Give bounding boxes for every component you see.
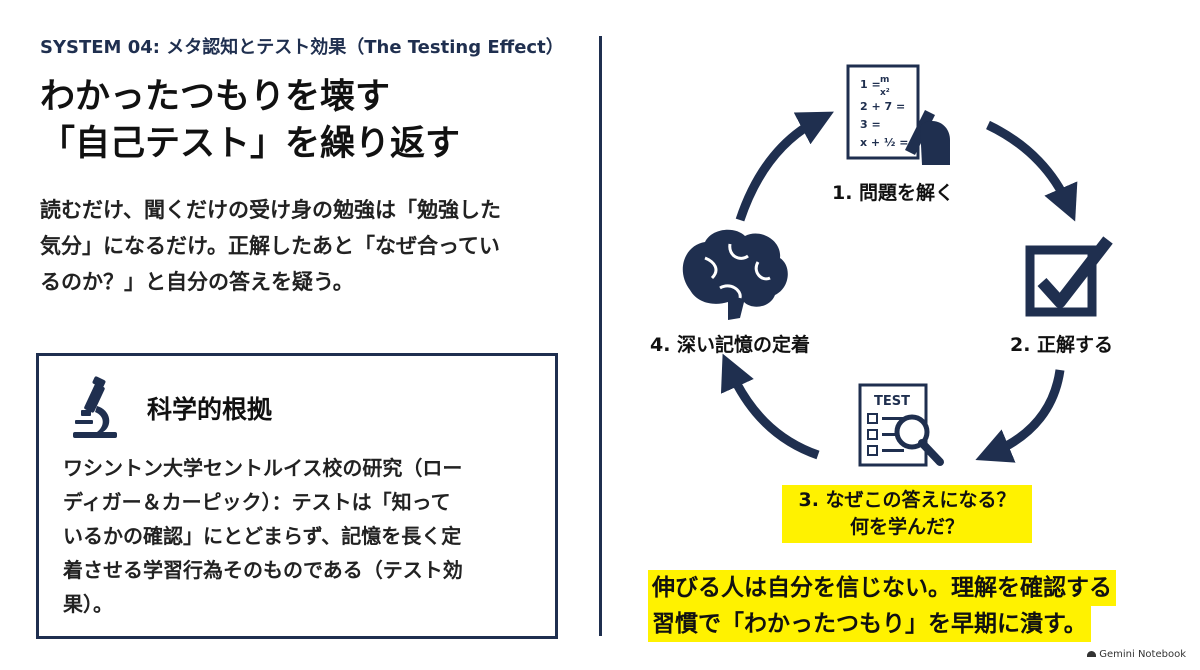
takeaway-line-2: 習慣で「わかったつもり」を早期に潰す。 (648, 606, 1091, 642)
cycle-arrow-4-to-1 (735, 111, 834, 222)
worksheet-icon: 1 = m x² 2 + 7 = 3 = x + ½ = (846, 64, 950, 165)
headline: わかったつもりを壊す 「自己テスト」を繰り返す (40, 74, 580, 168)
evidence-line-5: 果）。 (63, 592, 113, 616)
worksheet-line-x2: x² (880, 88, 890, 98)
cycle-arrow-2-to-3 (975, 369, 1065, 463)
lead-paragraph: 読むだけ、聞くだけの受け身の勉強は「勉強した 気分」になるだけ。正解したあと「な… (40, 192, 570, 300)
vertical-divider (599, 36, 602, 636)
brand-watermark: Gemini Notebook (1087, 649, 1186, 660)
system-label: SYSTEM 04: メタ認知とテスト効果（The Testing Effect… (40, 37, 564, 58)
notebook-logo-icon (1087, 651, 1097, 657)
brain-icon (682, 229, 788, 320)
evidence-line-2: ディガー＆カーピック）：テストは「知って (63, 490, 451, 514)
microscope-icon (73, 376, 117, 438)
lead-line-2: 気分」になるだけ。正解したあと「なぜ合ってい (40, 234, 500, 258)
headline-line-1: わかったつもりを壊す (40, 77, 391, 117)
lead-line-3: るのか？」と自分の答えを疑う。 (40, 270, 354, 294)
step-4-label: 4. 深い記憶の定着 (650, 334, 811, 356)
evidence-title: 科学的根拠 (147, 395, 273, 424)
step-3-line-1: 3. なぜこの答えになる？ (798, 489, 1016, 511)
worksheet-line-1: 1 = (860, 78, 881, 91)
test-sheet-label: TEST (874, 394, 910, 409)
evidence-line-4: 着させる学習行為そのものである（テスト効 (63, 558, 463, 582)
checkbox-icon (1025, 236, 1113, 317)
evidence-body: ワシントン大学セントルイス校の研究（ロー ディガー＆カーピック）：テストは「知っ… (63, 451, 541, 621)
step-1-label: 1. 問題を解く (832, 182, 955, 204)
step-2-label: 2. 正解する (1010, 334, 1114, 356)
step-3-line-2: 何を学んだ？ (849, 516, 964, 538)
lead-line-1: 読むだけ、聞くだけの受け身の勉強は「勉強した (40, 198, 501, 222)
brand-label: Gemini Notebook (1099, 649, 1186, 660)
cycle-arrow-3-to-4 (720, 353, 820, 460)
takeaway-line-1: 伸びる人は自分を信じない。理解を確認する (648, 570, 1116, 606)
worksheet-line-m: m (880, 75, 889, 85)
test-sheet-icon: TEST (858, 383, 944, 467)
takeaway: 伸びる人は自分を信じない。理解を確認する 習慣で「わかったつもり」を早期に潰す。 (648, 570, 1116, 642)
evidence-box: 科学的根拠 ワシントン大学セントルイス校の研究（ロー ディガー＆カーピック）：テ… (36, 353, 558, 639)
headline-line-2: 「自己テスト」を繰り返す (40, 124, 461, 164)
learning-cycle-diagram: 1 = m x² 2 + 7 = 3 = x + ½ = TEST (682, 64, 1113, 467)
evidence-line-3: いるかの確認」にとどまらず、記憶を長く定 (63, 524, 462, 548)
step-3-label: 3. なぜこの答えになる？ 何を学んだ？ (782, 485, 1032, 543)
cycle-arrow-1-to-2 (986, 120, 1078, 222)
worksheet-line-2: 2 + 7 = (860, 100, 905, 113)
worksheet-line-4: x + ½ = (860, 136, 908, 149)
worksheet-line-3: 3 = (860, 118, 881, 131)
evidence-line-1: ワシントン大学セントルイス校の研究（ロー (63, 456, 463, 480)
